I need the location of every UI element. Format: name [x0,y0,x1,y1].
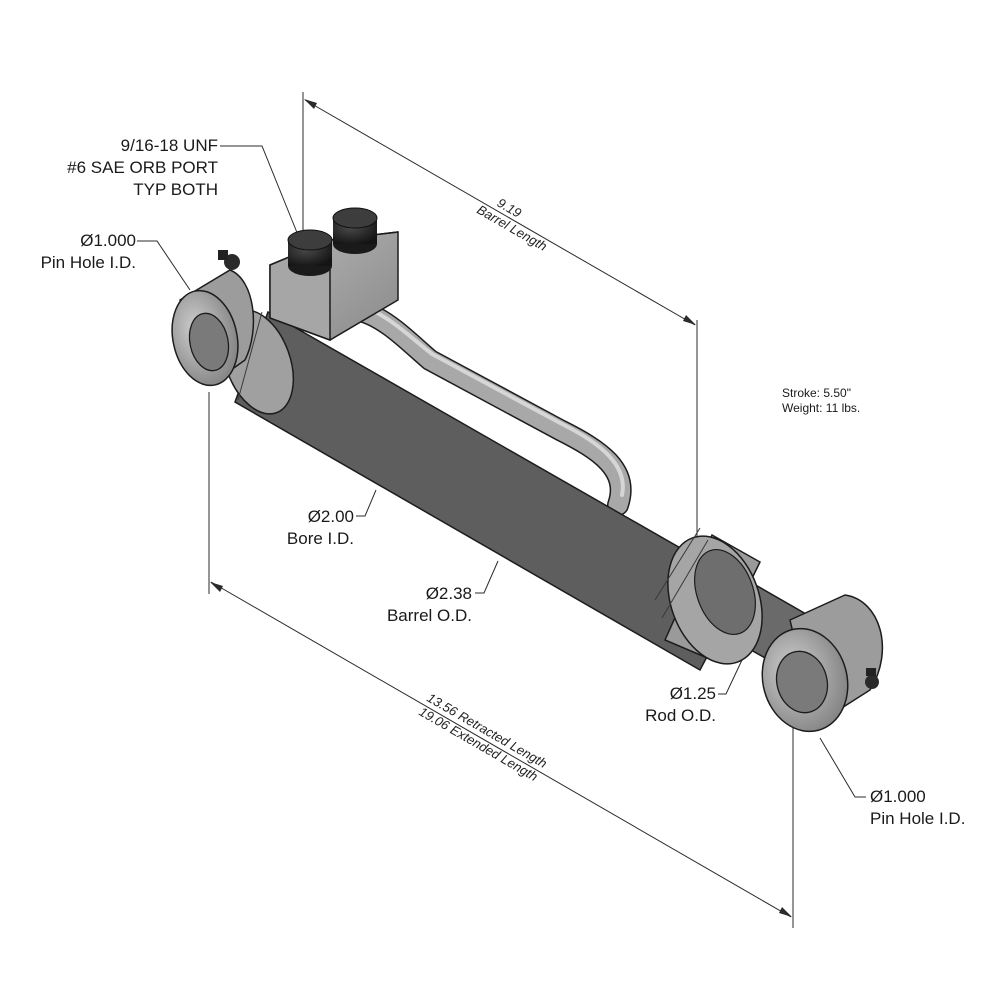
rod-od-leader [718,659,743,695]
bore-value: Ø2.00 [307,507,354,526]
pin-hole-right-callout: Ø1.000 Pin Hole I.D. [870,786,995,830]
rod-od-callout: Ø1.25 Rod O.D. [610,683,716,727]
weight-text: Weight: 11 lbs. [782,401,861,415]
bore-leader [356,489,377,517]
overall-length-arrow-left [210,582,223,592]
rod-od-caption: Rod O.D. [645,706,716,725]
dimension-arrowheads [210,99,792,917]
pin-hole-left-leader [137,240,191,291]
barrel [221,309,763,672]
port-block [269,207,399,342]
port-note-text: TYP BOTH [133,180,218,199]
port-callout: 9/16-18 UNF #6 SAE ORB PORT TYP BOTH [60,135,218,201]
barrel-od-caption: Barrel O.D. [386,606,472,625]
stroke-text: Stroke: 5.50" [782,386,851,400]
barrel-length-arrow-left [304,99,317,109]
overall-length-dim-line [210,581,792,918]
barrel-length-dim-line [304,99,696,326]
barrel-od-leader [475,560,499,594]
pin-hole-left-caption: Pin Hole I.D. [40,253,136,272]
rod-end-clevis [761,594,884,733]
pin-hole-left-callout: Ø1.000 Pin Hole I.D. [14,230,136,274]
bore-caption: Bore I.D. [286,529,354,548]
rod-od-value: Ø1.25 [669,684,716,703]
barrel-od-callout: Ø2.38 Barrel O.D. [350,583,472,627]
cap-end-clevis [171,250,255,387]
pin-hole-right-leader [819,737,866,798]
dimension-lines [137,92,866,928]
pin-hole-right-caption: Pin Hole I.D. [870,809,966,828]
port-type-text: #6 SAE ORB PORT [67,158,218,177]
port-leader [220,145,301,241]
barrel-length-arrow-right [683,315,696,325]
barrel-od-value: Ø2.38 [425,584,472,603]
port-thread-text: 9/16-18 UNF [120,136,218,155]
bore-callout: Ø2.00 Bore I.D. [240,506,354,550]
pin-hole-right-value: Ø1.000 [870,787,926,806]
overall-length-arrow-right [779,907,792,917]
pin-hole-left-value: Ø1.000 [80,231,136,250]
specs-note: Stroke: 5.50" Weight: 11 lbs. [782,386,902,416]
